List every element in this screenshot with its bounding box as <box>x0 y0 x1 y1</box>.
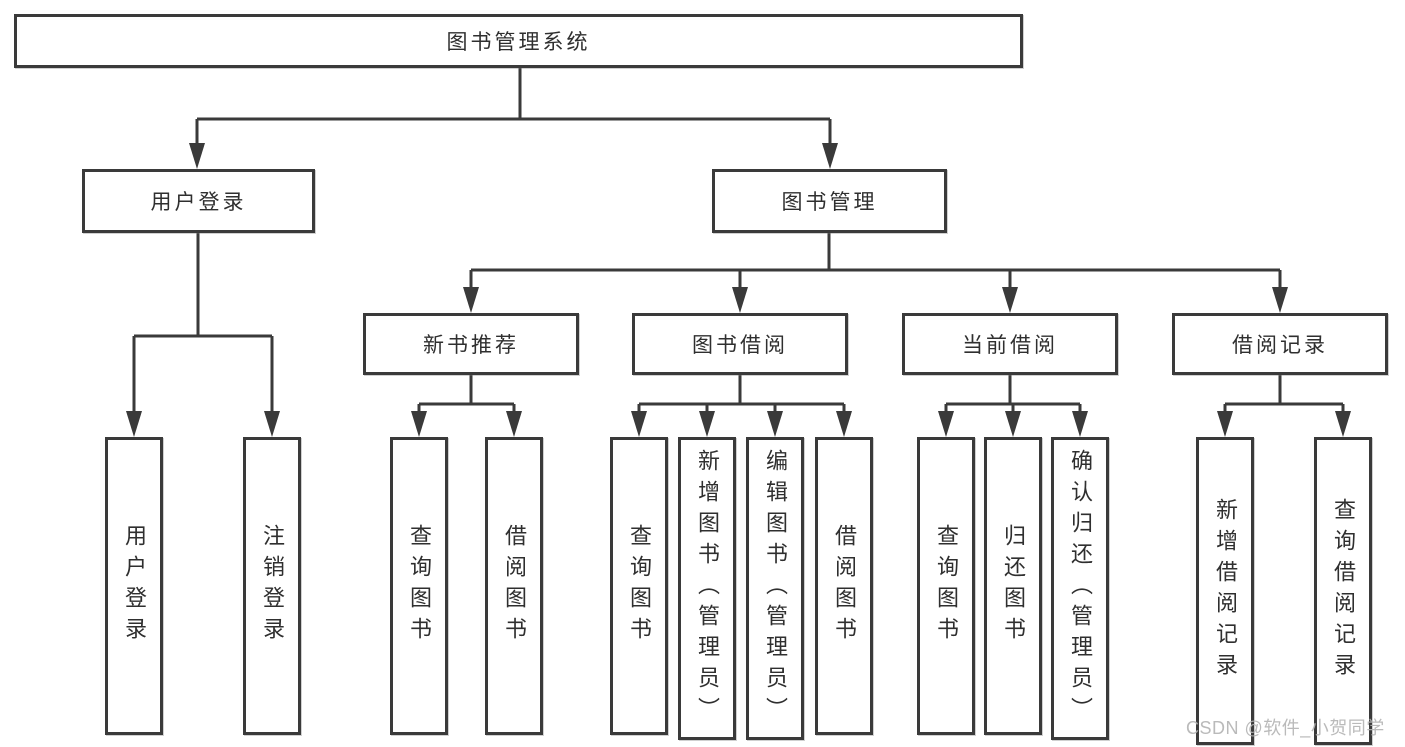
arrow-down-icon <box>264 411 280 437</box>
arrow-down-icon <box>126 411 142 437</box>
node-label: 查询图书 <box>627 524 652 648</box>
arrow-down-icon <box>411 411 427 437</box>
node-borrowing-records: 借阅记录 <box>1172 313 1388 375</box>
node-user-login: 用户登录 <box>82 169 315 233</box>
arrow-down-icon <box>822 143 838 169</box>
node-label: 归还图书 <box>1001 524 1026 648</box>
node-label: 注销登录 <box>260 524 285 648</box>
arrow-down-icon <box>1217 411 1233 437</box>
node-label: 查询借阅记录 <box>1331 498 1356 684</box>
node-label: 当前借阅 <box>962 334 1058 357</box>
leaf-add-book-admin: 新增图书（管理员） <box>678 437 736 740</box>
node-label: 借阅图书 <box>502 524 527 648</box>
node-book-borrowing: 图书借阅 <box>632 313 848 375</box>
arrow-down-icon <box>1072 411 1088 437</box>
edge-book-mgmt-to-level3 <box>463 233 1288 313</box>
arrow-down-icon <box>732 287 748 313</box>
edge-root-to-level2 <box>189 68 838 169</box>
arrow-down-icon <box>463 287 479 313</box>
leaf-return-book: 归还图书 <box>984 437 1042 735</box>
arrow-down-icon <box>506 411 522 437</box>
node-label: 新增借阅记录 <box>1213 498 1238 684</box>
node-label: 新书推荐 <box>423 334 519 357</box>
arrow-down-icon <box>1335 411 1351 437</box>
arrow-down-icon <box>1002 287 1018 313</box>
edge-borrow-record-to-leaves <box>1217 375 1351 437</box>
edge-current-borrow-to-leaves <box>938 375 1088 437</box>
edge-user-login-to-leaves <box>126 233 280 437</box>
leaf-add-borrow-record: 新增借阅记录 <box>1196 437 1254 745</box>
arrow-down-icon <box>1272 287 1288 313</box>
node-label: 图书借阅 <box>692 334 788 357</box>
node-book-management-system: 图书管理系统 <box>14 14 1023 68</box>
arrow-down-icon <box>767 411 783 437</box>
node-label: 查询图书 <box>407 524 432 648</box>
arrow-down-icon <box>699 411 715 437</box>
leaf-borrow-book: 借阅图书 <box>815 437 873 735</box>
arrow-down-icon <box>938 411 954 437</box>
leaf-query-book-borrow: 查询图书 <box>610 437 668 735</box>
node-label: 编辑图书（管理员） <box>763 449 788 728</box>
leaf-logout: 注销登录 <box>243 437 301 735</box>
node-label: 确认归还（管理员） <box>1068 449 1093 728</box>
arrow-down-icon <box>189 143 205 169</box>
leaf-confirm-return-admin: 确认归还（管理员） <box>1051 437 1109 740</box>
node-current-borrowing: 当前借阅 <box>902 313 1118 375</box>
leaf-edit-book-admin: 编辑图书（管理员） <box>746 437 804 740</box>
node-label: 图书管理 <box>781 191 878 214</box>
node-new-book-recommend: 新书推荐 <box>363 313 579 375</box>
csdn-watermark: CSDN @软件_小贺同学 <box>1186 718 1385 738</box>
node-book-management: 图书管理 <box>712 169 947 233</box>
node-label: 借阅图书 <box>832 524 857 648</box>
arrow-down-icon <box>1005 411 1021 437</box>
node-label: 用户登录 <box>150 191 247 214</box>
arrow-down-icon <box>836 411 852 437</box>
node-label: 用户登录 <box>122 524 147 648</box>
leaf-user-login: 用户登录 <box>105 437 163 735</box>
node-label: 查询图书 <box>934 524 959 648</box>
edge-book-borrow-to-leaves <box>631 375 852 437</box>
leaf-borrow-book-newrec: 借阅图书 <box>485 437 543 735</box>
node-label: 图书管理系统 <box>446 31 591 54</box>
edge-new-book-rec-to-leaves <box>411 375 522 437</box>
leaf-query-book-newrec: 查询图书 <box>390 437 448 735</box>
arrow-down-icon <box>631 411 647 437</box>
leaf-query-borrow-record: 查询借阅记录 <box>1314 437 1372 745</box>
node-label: 借阅记录 <box>1232 334 1328 357</box>
node-label: 新增图书（管理员） <box>695 449 720 728</box>
leaf-query-book-current: 查询图书 <box>917 437 975 735</box>
